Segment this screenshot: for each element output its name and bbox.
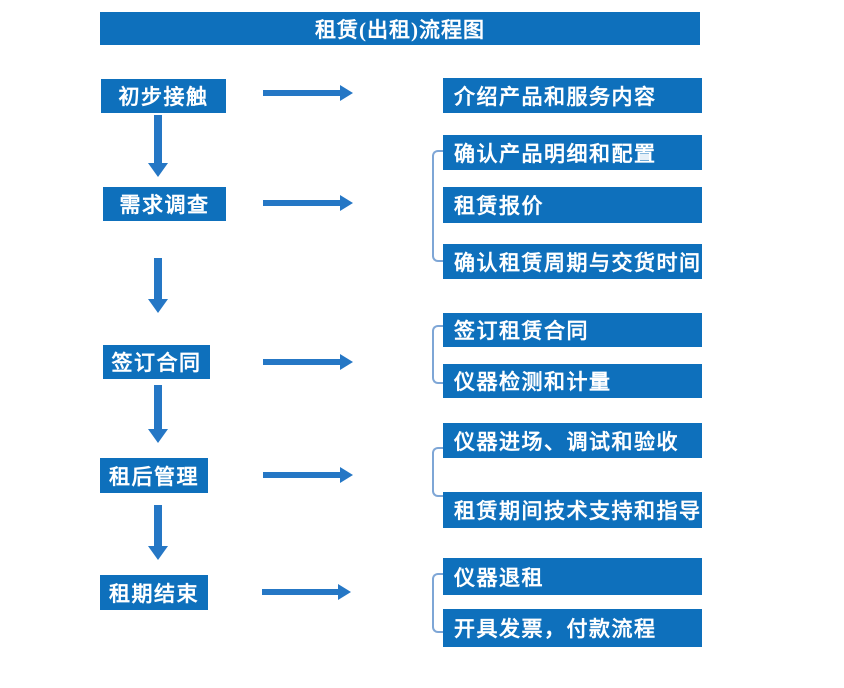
- down-arrow-3-head: [148, 429, 168, 443]
- step-box-sign-contract: 签订合同: [103, 345, 210, 379]
- right-arrow-4-head: [340, 467, 353, 483]
- down-arrow-3-shaft: [154, 385, 162, 429]
- output-box-instrument-return: 仪器退租: [443, 558, 702, 595]
- down-arrow-1: [148, 115, 168, 177]
- down-arrow-1-shaft: [154, 115, 162, 163]
- down-arrow-4-shaft: [154, 505, 162, 546]
- right-arrow-1: [263, 85, 353, 101]
- right-arrow-4: [263, 467, 353, 483]
- right-arrow-5-head: [338, 584, 351, 600]
- step-box-demand-survey: 需求调查: [103, 187, 226, 221]
- down-arrow-2-shaft: [154, 258, 162, 299]
- output-box-rental-quotation: 租赁报价: [443, 187, 702, 223]
- bracket-sign-contract: [432, 325, 446, 384]
- output-box-instrument-entry-commissioning-acceptance: 仪器进场、调试和验收: [443, 423, 702, 458]
- output-box-confirm-rental-period-delivery: 确认租赁周期与交货时间: [443, 244, 702, 279]
- right-arrow-1-shaft: [263, 90, 340, 96]
- output-box-technical-support-guidance: 租赁期间技术支持和指导: [443, 492, 702, 528]
- right-arrow-2: [263, 195, 353, 211]
- down-arrow-4: [148, 505, 168, 560]
- output-box-invoice-payment-process: 开具发票，付款流程: [443, 609, 702, 647]
- right-arrow-3: [263, 354, 353, 370]
- right-arrow-5: [262, 584, 351, 600]
- diagram-title: 租赁(出租)流程图: [315, 17, 485, 42]
- right-arrow-2-head: [340, 195, 353, 211]
- step-box-rental-end: 租期结束: [100, 575, 208, 610]
- down-arrow-2-head: [148, 299, 168, 313]
- output-box-confirm-product-details: 确认产品明细和配置: [443, 135, 702, 170]
- right-arrow-4-shaft: [263, 472, 340, 478]
- down-arrow-4-head: [148, 546, 168, 560]
- right-arrow-3-head: [340, 354, 353, 370]
- right-arrow-1-head: [340, 85, 353, 101]
- step-box-initial-contact: 初步接触: [101, 79, 226, 113]
- right-arrow-3-shaft: [263, 359, 340, 365]
- bracket-rental-end: [432, 573, 446, 633]
- down-arrow-2: [148, 258, 168, 313]
- diagram-title-bar: 租赁(出租)流程图: [100, 12, 700, 45]
- output-box-instrument-testing-measurement: 仪器检测和计量: [443, 364, 702, 398]
- bracket-demand-survey: [432, 150, 446, 262]
- output-box-introduce-products-services: 介绍产品和服务内容: [443, 78, 702, 113]
- right-arrow-2-shaft: [263, 200, 340, 206]
- right-arrow-5-shaft: [262, 589, 338, 595]
- down-arrow-3: [148, 385, 168, 443]
- step-box-post-rental-management: 租后管理: [100, 458, 208, 493]
- down-arrow-1-head: [148, 163, 168, 177]
- bracket-post-rental: [432, 447, 446, 497]
- output-box-sign-rental-contract: 签订租赁合同: [443, 313, 702, 347]
